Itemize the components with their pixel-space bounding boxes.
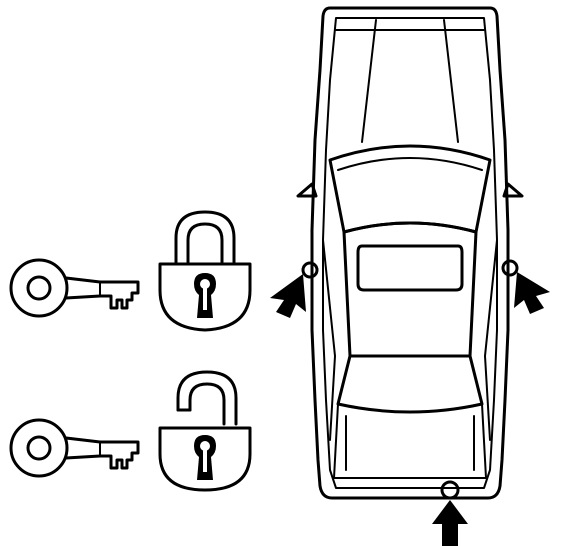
arrow-trunk	[432, 500, 468, 546]
key-icon	[9, 258, 140, 318]
car-top-view-icon	[296, 6, 524, 500]
key-icon	[9, 418, 140, 478]
padlock-unlocked-icon	[158, 370, 252, 492]
arrow-icon	[432, 500, 468, 546]
unlock-row	[9, 370, 252, 492]
lock-row	[9, 210, 252, 332]
arrow-icon	[514, 272, 550, 314]
padlock-locked-icon	[158, 210, 252, 332]
arrow-icon	[270, 274, 306, 318]
arrow-left-door	[270, 274, 306, 318]
arrow-right-door	[514, 272, 550, 314]
